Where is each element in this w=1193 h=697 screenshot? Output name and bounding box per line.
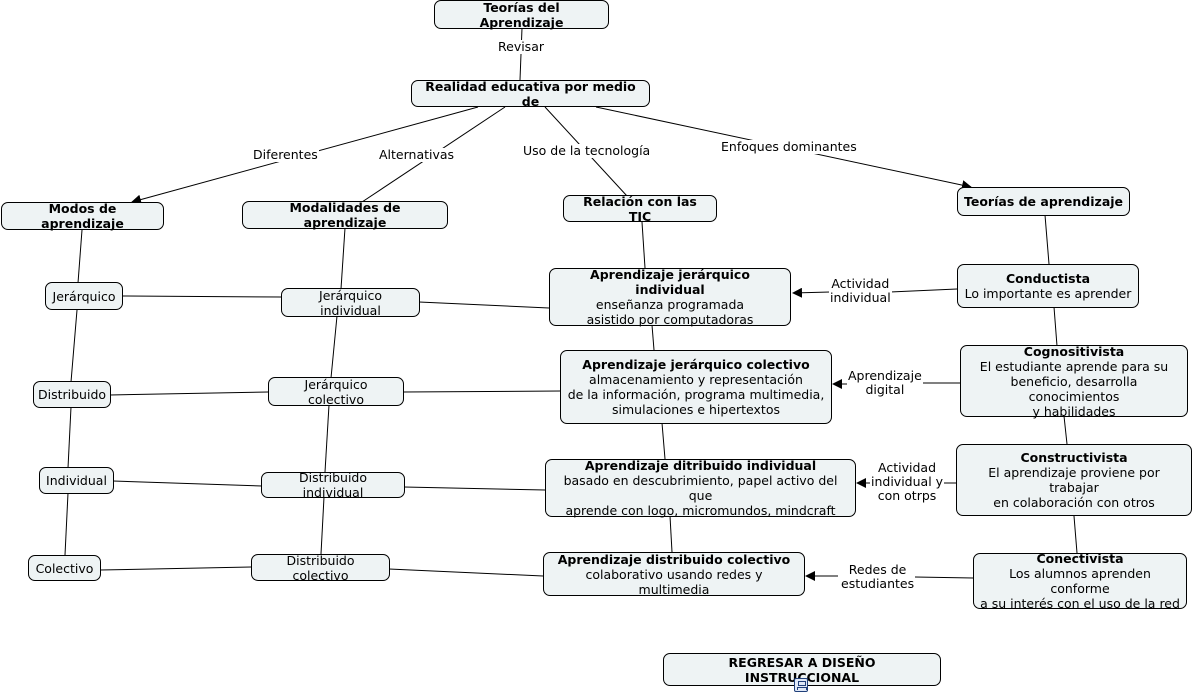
node-text: Los alumnos aprenden conforme — [1009, 566, 1151, 596]
node-text: simulaciones e hipertextos — [612, 402, 780, 417]
node-title: Jerárquico individual — [319, 287, 382, 318]
node-cognositivista[interactable]: Cognositivista El estudiante aprende par… — [960, 343, 1188, 419]
node-conductista[interactable]: Conductista Lo importante es aprender — [957, 264, 1139, 308]
node-text: almacenamiento y representación — [589, 372, 803, 387]
node-text: basado en descubrimiento, papel activo d… — [563, 473, 838, 503]
node-distribuido-individual[interactable]: Distribuido individual — [261, 470, 405, 500]
node-text: El aprendizaje proviene por trabajar — [988, 465, 1160, 495]
link-label-revisar: Revisar — [497, 39, 545, 54]
node-aprendizaje-distribuido-individual[interactable]: Aprendizaje ditribuido individual basado… — [545, 458, 856, 518]
node-conectivista[interactable]: Conectivista Los alumnos aprenden confor… — [973, 551, 1187, 611]
node-relacion-tic[interactable]: Relación con las TIC — [563, 193, 717, 224]
node-individual[interactable]: Individual — [39, 467, 114, 494]
node-aprendizaje-jerarquico-colectivo[interactable]: Aprendizaje jerárquico colectivo almacen… — [560, 350, 832, 424]
node-text: de la información, programa multimedia, — [567, 387, 825, 402]
node-title: REGRESAR A DISEÑO INSTRUCCIONAL — [728, 654, 876, 685]
link-label-uso-tecnologia: Uso de la tecnología — [522, 143, 652, 158]
node-distribuido-colectivo[interactable]: Distribuido colectivo — [251, 552, 390, 583]
node-title: Aprendizaje distribuido colectivo — [557, 551, 791, 567]
node-title: Realidad educativa por medio de — [425, 78, 636, 109]
node-teorias-de-aprendizaje[interactable]: Teorías de aprendizaje — [957, 187, 1130, 216]
node-title: Conductista — [1005, 271, 1091, 286]
node-title: Distribuido — [37, 387, 107, 402]
link-label-aprendizaje-digital: Aprendizaje digital — [847, 368, 923, 397]
node-title: Teorías del Aprendizaje — [479, 0, 564, 30]
node-title: Jerárquico — [52, 288, 116, 304]
node-text: Lo importante es aprender — [964, 286, 1132, 301]
node-title: Distribuido colectivo — [286, 552, 355, 583]
node-title: Modalidades de aprendizaje — [289, 200, 401, 230]
node-title: Teorías de aprendizaje — [964, 194, 1124, 209]
node-distribuido[interactable]: Distribuido — [33, 381, 111, 408]
node-text: a su interés con el uso de la red — [980, 596, 1180, 611]
node-title: Conectivista — [1036, 551, 1124, 566]
node-modos-de-aprendizaje[interactable]: Modos de aprendizaje — [1, 201, 164, 231]
link-label-diferentes: Diferentes — [252, 147, 319, 162]
node-text: en colaboración con otros — [993, 495, 1155, 510]
node-title: Aprendizaje jerárquico individual — [590, 267, 750, 297]
node-text: aprende con logo, micromundos, mindcraft — [565, 503, 836, 518]
link-label-enfoques: Enfoques dominantes — [720, 139, 858, 154]
node-title: Colectivo — [35, 560, 94, 576]
node-title: Aprendizaje ditribuido individual — [584, 458, 817, 473]
node-colectivo[interactable]: Colectivo — [28, 555, 101, 581]
node-title: Distribuido individual — [298, 470, 368, 500]
link-label-alternativas: Alternativas — [378, 147, 456, 162]
node-title: Jerárquico colectivo — [304, 376, 368, 407]
node-text: asistido por computadoras — [586, 312, 754, 327]
link-label-redes: Redes de estudiantes — [840, 562, 916, 591]
node-title: Aprendizaje jerárquico colectivo — [582, 357, 810, 372]
node-teorias-del-aprendizaje[interactable]: Teorías del Aprendizaje — [434, 0, 609, 30]
node-text: El estudiante aprende para su — [979, 358, 1169, 374]
node-modalidades-de-aprendizaje[interactable]: Modalidades de aprendizaje — [242, 200, 448, 230]
node-title: Individual — [46, 473, 107, 488]
node-constructivista[interactable]: Constructivista El aprendizaje proviene … — [956, 444, 1192, 516]
node-realidad-educativa[interactable]: Realidad educativa por medio de — [411, 78, 650, 109]
node-title: Modos de aprendizaje — [41, 201, 124, 231]
node-jerarquico-individual[interactable]: Jerárquico individual — [281, 287, 420, 318]
node-text: colaborativo usando redes y multimedia — [585, 566, 763, 597]
node-text: beneficio, desarrolla conocimientos — [1010, 373, 1138, 404]
node-aprendizaje-jerarquico-individual[interactable]: Aprendizaje jerárquico individual enseña… — [549, 267, 791, 327]
node-text: y habilidades — [1032, 403, 1116, 419]
node-jerarquico-colectivo[interactable]: Jerárquico colectivo — [268, 376, 404, 407]
concept-map-link-icon[interactable] — [794, 678, 808, 692]
link-label-actividad-individual: Actividad individual — [829, 276, 892, 305]
node-jerarquico[interactable]: Jerárquico — [45, 282, 123, 310]
node-title: Constructivista — [1020, 450, 1128, 465]
link-label-actividad-otros: Actividad individual y con otrps — [870, 460, 945, 503]
node-title: Relación con las TIC — [583, 193, 697, 224]
node-text: enseñanza programada — [595, 297, 745, 312]
node-aprendizaje-distribuido-colectivo[interactable]: Aprendizaje distribuido colectivo colabo… — [543, 551, 805, 597]
node-title: Cognositivista — [1023, 343, 1125, 359]
